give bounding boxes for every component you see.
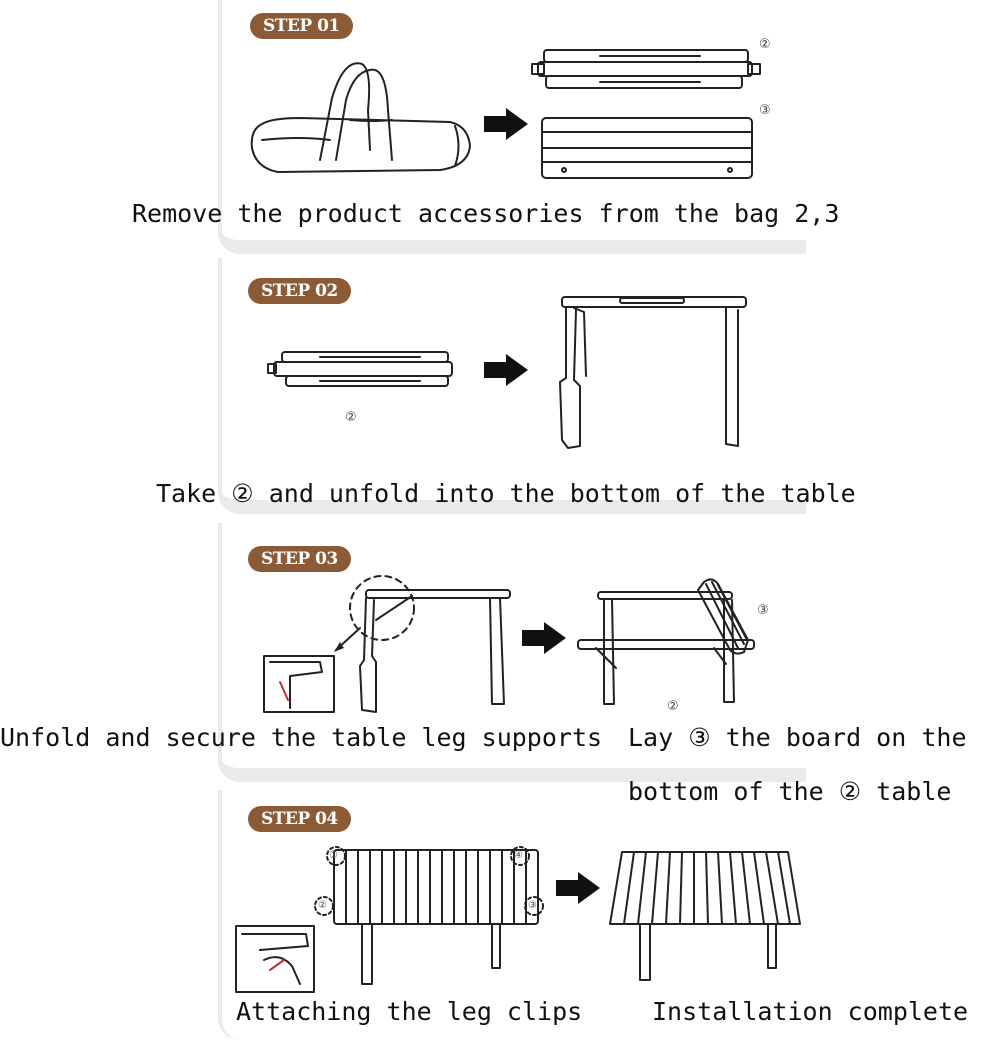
- arrow-right-icon: [556, 872, 600, 904]
- table-frame-icon: [531, 49, 761, 89]
- step-2-caption: Take ② and unfold into the bottom of the…: [156, 479, 856, 508]
- table-board-icon: [541, 117, 753, 179]
- table-frame-icon: [267, 351, 453, 387]
- step-badge-4: STEP 04: [248, 806, 351, 832]
- part-mark: ③: [757, 603, 769, 618]
- arrow-right-icon: [522, 622, 566, 654]
- part-mark: ④: [514, 850, 523, 861]
- table-frame-icon: [359, 589, 511, 713]
- part-mark: ②: [759, 37, 771, 52]
- part-mark: ③: [528, 900, 537, 911]
- magnifier-circle-icon: [349, 575, 415, 641]
- step-3-caption-right-2: bottom of the ② table: [628, 777, 952, 806]
- step-badge-3: STEP 03: [248, 546, 351, 572]
- part-mark: ①: [329, 850, 338, 861]
- step-badge-2: STEP 02: [248, 278, 351, 304]
- arrow-right-icon: [484, 354, 528, 386]
- step-3-caption-left: Unfold and secure the table leg supports: [0, 723, 603, 752]
- part-mark: ②: [667, 699, 679, 714]
- table-board-icon: [609, 851, 801, 981]
- arrow-right-icon: [484, 108, 528, 140]
- step-badge-1: STEP 01: [250, 13, 353, 39]
- step-1-caption: Remove the product accessories from the …: [132, 199, 840, 228]
- part-mark: ②: [345, 410, 357, 425]
- bag-icon: [250, 62, 471, 173]
- step-4-caption-right: Installation complete: [652, 997, 969, 1026]
- part-mark: ②: [318, 900, 327, 911]
- part-mark: ③: [759, 103, 771, 118]
- step-3-caption-right-1: Lay ③ the board on the: [628, 723, 967, 752]
- step-4-caption-left: Attaching the leg clips: [236, 997, 583, 1026]
- table-board-icon: [333, 849, 539, 985]
- table-board-icon: [577, 578, 755, 705]
- table-frame-icon: [559, 296, 747, 449]
